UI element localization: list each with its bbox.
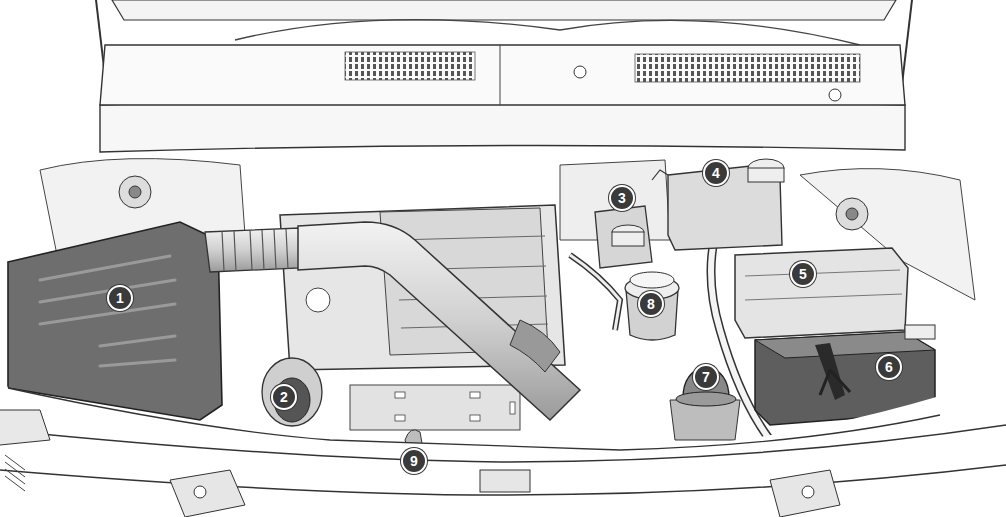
intake-hose — [298, 222, 580, 420]
cowl-vent — [345, 52, 475, 80]
cowl-vent — [635, 54, 860, 82]
power-steering-cap — [630, 272, 674, 288]
callout-number: 6 — [876, 354, 902, 380]
bolt — [802, 486, 814, 498]
hood-latch-bracket — [770, 470, 840, 517]
battery-clamp — [820, 370, 850, 395]
strut-mount — [836, 198, 868, 230]
callout-number: 9 — [401, 448, 427, 474]
air-filter-box — [8, 222, 222, 420]
callout-number: 5 — [790, 261, 816, 287]
callout-number: 4 — [703, 160, 729, 186]
panel-seam — [500, 45, 501, 105]
strut-mount — [129, 186, 141, 198]
engine-plate — [350, 385, 520, 430]
reservoir-cap — [748, 168, 784, 182]
battery-terminal — [905, 325, 935, 339]
coolant-cap — [676, 392, 736, 406]
air-filter-ribs — [40, 256, 175, 366]
strut-mount — [119, 176, 151, 208]
throttle-body — [510, 320, 560, 372]
washer-hose — [235, 20, 860, 45]
brake-fluid-reservoir — [595, 206, 652, 268]
callout-number: 8 — [638, 291, 664, 317]
reservoir-bracket — [652, 170, 668, 180]
support-edge — [8, 388, 940, 450]
intake-coupler — [205, 228, 300, 272]
strut-mount — [846, 208, 858, 220]
callout-number: 7 — [693, 364, 719, 390]
hood-latch — [480, 470, 530, 492]
oil-filler-housing — [262, 358, 322, 426]
radiator-support — [0, 465, 1006, 495]
bolt — [194, 486, 206, 498]
cowl-panel — [100, 99, 905, 153]
brake-fluid-cap — [612, 232, 644, 246]
hood-latch-bracket — [170, 470, 245, 517]
radiator-support-fill — [0, 372, 1006, 517]
callout-number: 1 — [107, 285, 133, 311]
engine-port — [306, 288, 330, 312]
power-steering-reservoir — [626, 290, 678, 340]
plate-slots — [395, 392, 515, 421]
fuse-box-lid-line — [745, 270, 900, 276]
callout-number: 3 — [609, 185, 635, 211]
intake-bellows — [222, 229, 288, 271]
wiper-pivot — [829, 89, 841, 101]
callout-number: 2 — [271, 384, 297, 410]
fuse-box — [735, 248, 908, 338]
grille-fins — [5, 455, 25, 491]
firewall-unit — [560, 160, 670, 240]
hood-edge — [112, 0, 896, 20]
fuse-box-lid-line — [745, 294, 902, 300]
wiper-pivot — [574, 66, 586, 78]
headlamp-bracket — [0, 410, 50, 445]
cowl-grille — [100, 45, 905, 105]
